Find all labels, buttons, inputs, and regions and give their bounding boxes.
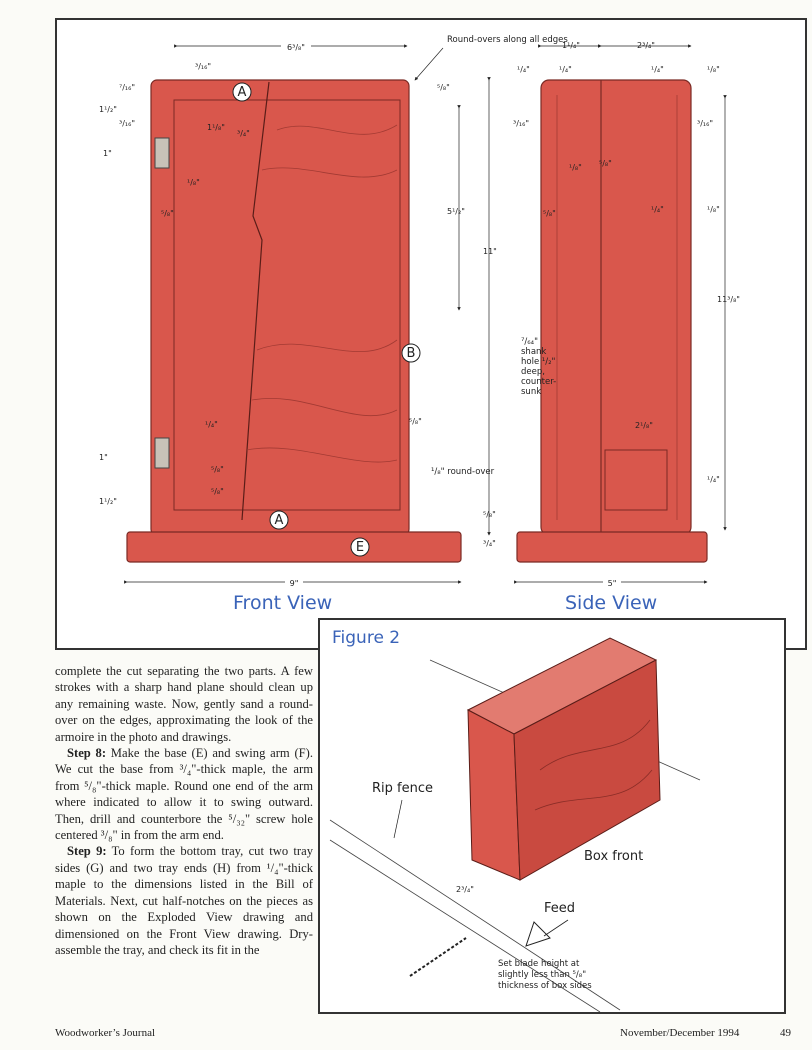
svg-text:⁵/₈": ⁵/₈"	[211, 487, 224, 496]
svg-text:⁷/₁₆": ⁷/₁₆"	[119, 83, 135, 92]
paragraph-1: complete the cut separating the two part…	[55, 664, 313, 744]
figure-2-title: Figure 2	[332, 628, 401, 648]
svg-text:¹/₈": ¹/₈"	[707, 65, 720, 74]
svg-text:³/₁₆": ³/₁₆"	[513, 119, 529, 128]
svg-text:B: B	[407, 346, 416, 361]
svg-text:³/₁₆": ³/₁₆"	[697, 119, 713, 128]
svg-text:¹/₄": ¹/₄"	[517, 65, 530, 74]
article-body: complete the cut separating the two part…	[55, 663, 313, 958]
svg-text:⁵/₈": ⁵/₈"	[409, 417, 422, 426]
svg-text:2³/₄": 2³/₄"	[637, 41, 655, 50]
svg-text:1¹/₈": 1¹/₈"	[207, 123, 225, 132]
svg-text:³/₁₆": ³/₁₆"	[119, 119, 135, 128]
front-view-title: Front View	[233, 592, 333, 614]
svg-text:2³/₄": 2³/₄"	[456, 885, 474, 894]
footer-date: November/December 1994	[620, 1027, 740, 1039]
front-view: A A B E 6³/₈" ³/₁₆" ⁷/₁₆" 1¹/₂" ³/₁₆" 1"…	[99, 35, 568, 588]
svg-text:Round-overs along all edges: Round-overs along all edges	[447, 35, 568, 45]
svg-text:E: E	[356, 540, 364, 555]
svg-text:¹/₄": ¹/₄"	[707, 475, 720, 484]
figure-2-drawing: Rip fence Box front 2³/₄" Feed Set blade…	[329, 637, 701, 1013]
svg-text:¹/₈" round-over: ¹/₈" round-over	[431, 467, 495, 477]
svg-text:⁵/₈": ⁵/₈"	[437, 83, 450, 92]
svg-text:1¹/₄": 1¹/₄"	[562, 41, 580, 50]
svg-text:Set blade height at: Set blade height at	[498, 959, 580, 969]
svg-text:⁵/₈": ⁵/₈"	[599, 159, 612, 168]
svg-text:⁵/₈": ⁵/₈"	[483, 510, 496, 519]
side-view-title: Side View	[565, 592, 658, 614]
front-side-view-drawing: A A B E 6³/₈" ³/₁₆" ⁷/₁₆" 1¹/₂" ³/₁₆" 1"…	[99, 35, 740, 588]
svg-text:2¹/₈": 2¹/₈"	[635, 421, 653, 430]
svg-text:1¹/₂": 1¹/₂"	[99, 105, 117, 114]
svg-text:A: A	[238, 85, 247, 100]
svg-text:¹/₈": ¹/₈"	[569, 163, 582, 172]
svg-text:sunk: sunk	[521, 387, 541, 397]
svg-text:¹/₄": ¹/₄"	[651, 65, 664, 74]
svg-text:11": 11"	[483, 247, 497, 256]
box-front	[513, 659, 661, 881]
footer-page-number: 49	[780, 1027, 791, 1039]
side-body	[540, 79, 692, 536]
svg-text:deep,: deep,	[521, 367, 545, 377]
svg-text:11³/₈": 11³/₈"	[717, 295, 740, 304]
svg-text:³/₄": ³/₄"	[483, 539, 496, 548]
side-base	[516, 531, 708, 563]
rip-fence-label: Rip fence	[372, 781, 433, 796]
svg-text:¹/₄": ¹/₄"	[559, 65, 572, 74]
feed-label: Feed	[544, 901, 575, 916]
svg-text:¹/₄": ¹/₄"	[205, 420, 218, 429]
svg-text:5¹/₂": 5¹/₂"	[447, 207, 465, 216]
svg-text:¹/₄": ¹/₄"	[651, 205, 664, 214]
step-8-paragraph: Step 8: Make the base (E) and swing arm …	[55, 746, 313, 843]
svg-text:⁵/₈": ⁵/₈"	[211, 465, 224, 474]
svg-text:1": 1"	[103, 149, 112, 158]
cabinet-body	[150, 79, 410, 536]
svg-text:slightly less than ⁵/₈": slightly less than ⁵/₈"	[498, 970, 586, 980]
svg-text:¹/₈": ¹/₈"	[187, 178, 200, 187]
svg-text:³/₁₆": ³/₁₆"	[195, 62, 211, 71]
figure-2-panel: Figure 2 Rip fence Box front 2³/₄" Feed …	[318, 618, 786, 1014]
svg-text:⁷/₆₄": ⁷/₆₄"	[521, 337, 538, 347]
svg-text:³/₄": ³/₄"	[237, 129, 250, 138]
svg-text:⁵/₈": ⁵/₈"	[543, 209, 556, 218]
drawing-panel: A A B E 6³/₈" ³/₁₆" ⁷/₁₆" 1¹/₂" ³/₁₆" 1"…	[55, 18, 807, 650]
box-front-label: Box front	[584, 849, 643, 864]
svg-text:hole ¹/₂": hole ¹/₂"	[521, 357, 556, 367]
svg-text:5": 5"	[608, 579, 617, 588]
svg-text:counter-: counter-	[521, 377, 556, 387]
base-piece	[126, 531, 462, 563]
svg-text:1¹/₂": 1¹/₂"	[99, 497, 117, 506]
step-9-paragraph: Step 9: To form the bottom tray, cut two…	[55, 844, 313, 957]
shank-note: ⁷/₆₄" shank hole ¹/₂" deep, counter- sun…	[521, 337, 556, 397]
svg-text:6³/₈": 6³/₈"	[287, 43, 305, 52]
footer-publication: Woodworker’s Journal	[55, 1027, 156, 1039]
svg-text:A: A	[275, 513, 284, 528]
svg-text:1": 1"	[99, 453, 108, 462]
svg-text:9": 9"	[290, 579, 299, 588]
svg-text:thickness of box sides: thickness of box sides	[498, 981, 592, 991]
svg-text:⁵/₈": ⁵/₈"	[161, 209, 174, 218]
svg-text:¹/₈": ¹/₈"	[707, 205, 720, 214]
side-view: 1¹/₄" 2³/₄" ¹/₄" ¹/₄" ¹/₄" ¹/₈" ³/₁₆" ³/…	[513, 41, 740, 588]
svg-text:shank: shank	[521, 347, 546, 357]
